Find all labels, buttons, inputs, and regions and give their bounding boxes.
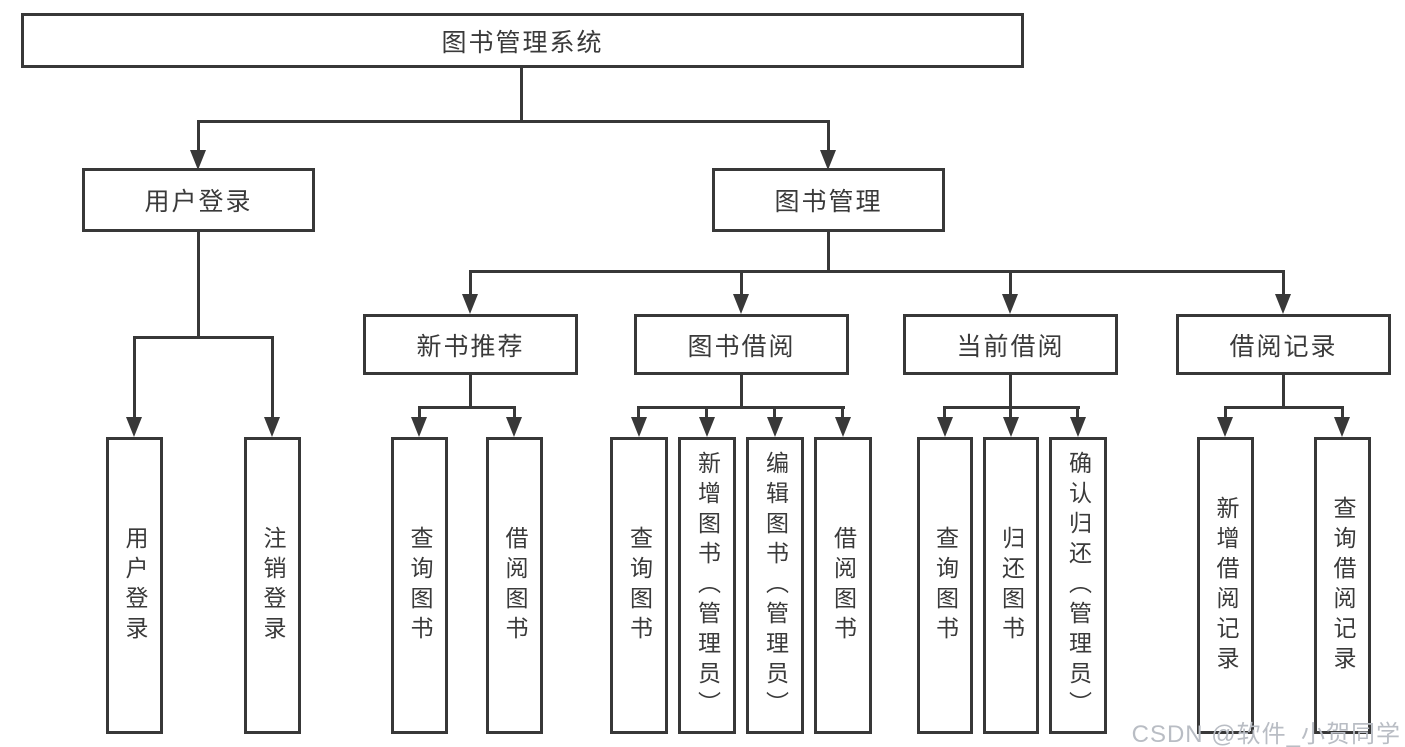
node-new-book-recommendation: 新书推荐 (363, 314, 578, 375)
connector-line (197, 120, 830, 123)
arrowhead (767, 417, 783, 437)
csdn-watermark: CSDN @软件_小贺同学 (1131, 721, 1401, 747)
node-query-books-current: 查询图书 (917, 437, 973, 734)
connector-line (827, 120, 830, 152)
node-book-management: 图书管理 (712, 168, 945, 232)
arrowhead (411, 417, 427, 437)
arrowhead (699, 417, 715, 437)
node-library-management-system: 图书管理系统 (21, 13, 1024, 68)
connector-line (1009, 375, 1012, 409)
connector-line (740, 270, 743, 296)
connector-line (469, 375, 472, 409)
node-borrowing-records: 借阅记录 (1176, 314, 1391, 375)
connector-line (705, 406, 708, 419)
arrowhead (733, 294, 749, 314)
node-query-books-recommend: 查询图书 (391, 437, 448, 734)
connector-line (520, 66, 523, 123)
connector-line (1224, 406, 1344, 409)
node-query-books-borrow: 查询图书 (610, 437, 668, 734)
arrowhead (835, 417, 851, 437)
arrowhead (506, 417, 522, 437)
connector-line (1341, 406, 1344, 419)
node-user-login: 用户登录 (82, 168, 315, 232)
node-add-books-admin: 新增图书（管理员） (678, 437, 736, 734)
connector-line (513, 406, 516, 419)
connector-line (418, 406, 516, 409)
connector-line (197, 120, 200, 152)
connector-line (1009, 406, 1012, 419)
connector-line (133, 336, 136, 419)
connector-line (1009, 270, 1012, 296)
node-confirm-return-admin: 确认归还（管理员） (1049, 437, 1107, 734)
connector-line (637, 406, 845, 409)
node-query-borrow-record: 查询借阅记录 (1314, 437, 1371, 734)
node-book-borrowing: 图书借阅 (634, 314, 849, 375)
arrowhead (820, 150, 836, 170)
connector-line (841, 406, 844, 419)
connector-line (1282, 375, 1285, 409)
node-logout: 注销登录 (244, 437, 301, 734)
arrowhead (126, 417, 142, 437)
node-borrow-books-recommend: 借阅图书 (486, 437, 543, 734)
connector-line (943, 406, 946, 419)
arrowhead (1334, 417, 1350, 437)
connector-line (133, 336, 274, 339)
connector-line (469, 270, 1285, 273)
connector-line (1076, 406, 1079, 419)
connector-line (1282, 270, 1285, 296)
node-borrow-books-borrow: 借阅图书 (814, 437, 872, 734)
connector-line (827, 232, 830, 273)
arrowhead (1003, 417, 1019, 437)
arrowhead (1070, 417, 1086, 437)
arrowhead (264, 417, 280, 437)
arrowhead (462, 294, 478, 314)
arrowhead (190, 150, 206, 170)
node-return-books: 归还图书 (983, 437, 1039, 734)
connector-line (197, 232, 200, 339)
node-edit-books-admin: 编辑图书（管理员） (746, 437, 804, 734)
connector-line (740, 375, 743, 409)
connector-line (1224, 406, 1227, 419)
node-add-borrow-record: 新增借阅记录 (1197, 437, 1254, 734)
connector-line (773, 406, 776, 419)
connector-line (637, 406, 640, 419)
connector-line (418, 406, 421, 419)
connector-line (469, 270, 472, 296)
arrowhead (937, 417, 953, 437)
node-current-borrowing: 当前借阅 (903, 314, 1118, 375)
arrowhead (1217, 417, 1233, 437)
connector-line (271, 336, 274, 419)
arrowhead (631, 417, 647, 437)
arrowhead (1275, 294, 1291, 314)
arrowhead (1002, 294, 1018, 314)
node-user-login-leaf: 用户登录 (106, 437, 163, 734)
